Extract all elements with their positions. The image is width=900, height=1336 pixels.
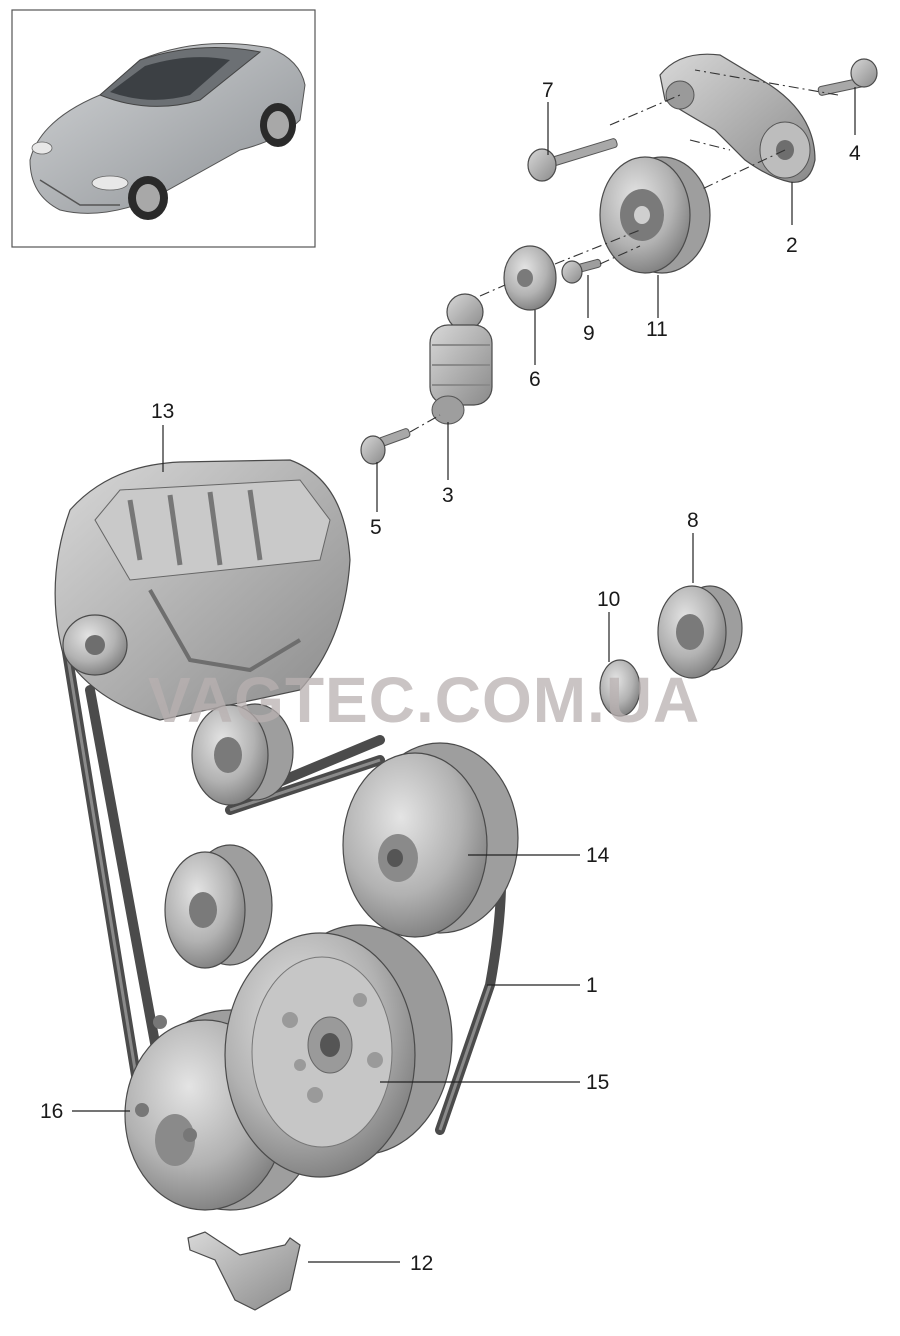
idler-pulley-middle bbox=[164, 844, 273, 969]
callout-14: 14 bbox=[586, 844, 610, 867]
callout-1: 1 bbox=[586, 974, 598, 997]
cover-cap-10 bbox=[599, 659, 641, 717]
callout-2: 2 bbox=[786, 234, 798, 257]
bolt-5 bbox=[360, 428, 411, 465]
callout-5: 5 bbox=[370, 516, 382, 539]
callout-11: 11 bbox=[646, 318, 668, 341]
leader-lines bbox=[72, 87, 856, 1263]
alternator bbox=[54, 459, 351, 721]
callout-13: 13 bbox=[151, 400, 174, 423]
callout-6: 6 bbox=[529, 368, 541, 391]
callout-12: 12 bbox=[410, 1252, 433, 1275]
callout-labels: 1 2 3 4 5 6 7 8 9 10 11 12 13 14 15 16 bbox=[40, 79, 861, 1275]
callout-15: 15 bbox=[586, 1071, 609, 1094]
shield-bracket-12 bbox=[187, 1231, 301, 1311]
bolt-4 bbox=[817, 58, 878, 96]
crankshaft-pulley-15 bbox=[224, 924, 453, 1178]
tensioner-damper-3 bbox=[429, 293, 493, 425]
callout-3: 3 bbox=[442, 484, 454, 507]
assembly-axes bbox=[409, 69, 839, 433]
callout-7: 7 bbox=[542, 79, 554, 102]
callout-9: 9 bbox=[583, 322, 595, 345]
bolt-9 bbox=[561, 258, 602, 284]
callout-4: 4 bbox=[849, 142, 861, 165]
drive-belt bbox=[60, 635, 507, 1135]
tensioner-bracket bbox=[659, 53, 816, 183]
callout-16: 16 bbox=[40, 1100, 63, 1123]
car-illustration bbox=[29, 43, 306, 220]
idler-pulley-lower bbox=[191, 703, 294, 806]
idler-pulley-8 bbox=[657, 585, 743, 679]
callout-8: 8 bbox=[687, 509, 699, 532]
callout-10: 10 bbox=[597, 588, 620, 611]
bolt-7 bbox=[527, 138, 618, 182]
vehicle-thumbnail bbox=[11, 9, 316, 248]
cover-cap-6 bbox=[503, 245, 557, 311]
pulley-14 bbox=[342, 742, 519, 938]
watermark: VAGTEC.COM.UA bbox=[148, 664, 700, 736]
idler-pulley-11 bbox=[599, 156, 711, 274]
